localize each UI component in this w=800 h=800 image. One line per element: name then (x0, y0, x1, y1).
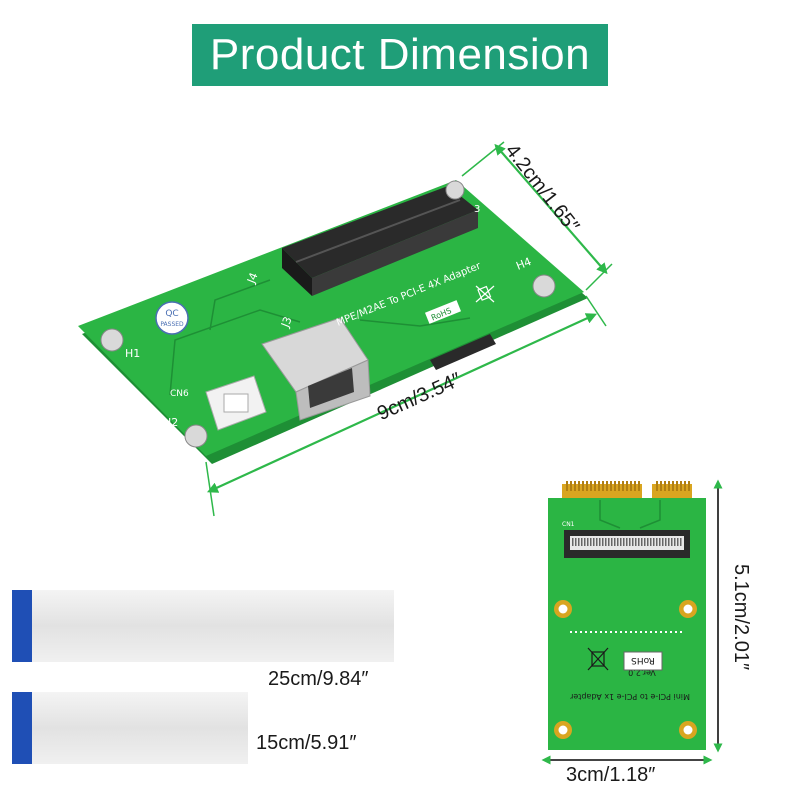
page-title: Product Dimension (209, 30, 591, 79)
flat-cable-15cm (12, 692, 248, 764)
cable-15cm-label: 15cm/5.91″ (256, 732, 357, 754)
pcie-4x-adapter-board: QC PASSED H1 H2 H4 J4 J3 CN6 3 MPE/M2AE … (78, 180, 588, 464)
cable-25cm-label: 25cm/9.84″ (268, 668, 369, 690)
svg-text:QC: QC (165, 309, 178, 319)
marking-cn6: CN6 (170, 389, 189, 399)
fpc-connector (564, 530, 690, 558)
gold-fingers (562, 481, 692, 498)
mounting-holes (100, 180, 556, 448)
qc-passed-badge: QC PASSED (155, 301, 189, 335)
version-marking: Ver.2.0 (628, 668, 656, 677)
product-dimension-banner: Product Dimension (192, 24, 608, 86)
marking-3: 3 (474, 204, 480, 215)
marking-h1: H1 (125, 347, 140, 360)
mounting-pads (554, 600, 697, 739)
mini-pcie-card: CN1 Mini PCI-e to PCI-e 1x Adapter Ver.2… (548, 481, 706, 750)
width-dimension-arrow (206, 313, 598, 493)
marking-j4: J4 (244, 271, 260, 286)
depth-dimension-arrow (494, 143, 608, 275)
svg-text:RoHS: RoHS (631, 655, 655, 665)
flat-cable-25cm (12, 590, 394, 662)
mini-height-label: 5.1cm/2.01″ (730, 564, 752, 671)
svg-text:PASSED: PASSED (160, 321, 184, 328)
cn1-marking: CN1 (562, 521, 575, 528)
weee-bin-icon (475, 285, 495, 303)
mini-card-name: Mini PCI-e to PCI-e 1x Adapter (569, 692, 690, 701)
mini-width-label: 3cm/1.18″ (566, 764, 656, 786)
pcie-slot (282, 186, 478, 296)
marking-h2: H2 (163, 416, 178, 429)
weee-bin-icon-small (587, 647, 609, 671)
rohs-leaf-mark: RoHS (623, 651, 663, 671)
